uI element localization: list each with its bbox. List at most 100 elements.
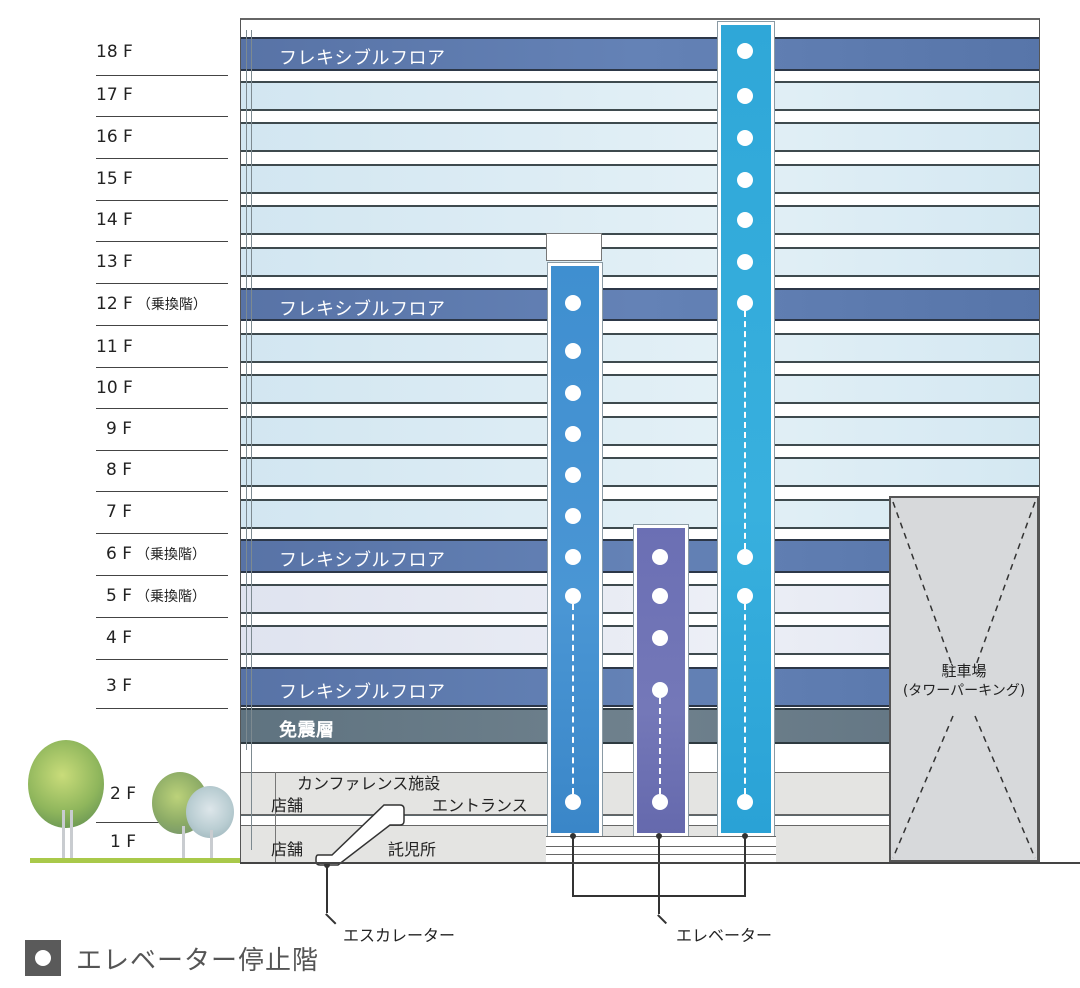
elevator-stop-icon (737, 43, 753, 59)
elevator-base (546, 836, 776, 864)
escalator-callout-label: エスカレーター (343, 926, 456, 945)
floor-label-10f: 10 F (96, 378, 133, 398)
floor-label-9f: 9 F (106, 419, 132, 439)
floor-label-4f: 4 F (106, 628, 132, 648)
elevator-stop-icon (737, 549, 753, 565)
floor-label-7f: 7 F (106, 502, 132, 522)
floor-label-15f: 15 F (96, 169, 133, 189)
floor-label-14f: 14 F (96, 210, 133, 230)
elevator-stop-icon (565, 508, 581, 524)
floor-divider (96, 575, 228, 576)
leader-line (326, 865, 328, 913)
tree-trunk (70, 810, 73, 860)
floor-divider (96, 491, 228, 492)
floor-band-17f (241, 81, 1039, 111)
shop-1f-label: 店舗 (271, 840, 304, 859)
shop-2f-label: 店舗 (271, 796, 304, 815)
floor-divider (96, 533, 228, 534)
floor-band-14f (241, 205, 1039, 235)
cross-dashed-icon (892, 501, 1036, 859)
floor-divider (96, 408, 228, 409)
parking-title: 駐車場 (941, 662, 987, 680)
floor-band-8f (241, 457, 1039, 487)
floor-label-16f: 16 F (96, 127, 133, 147)
elevator-stop-icon (565, 343, 581, 359)
entrance-label: エントランス (432, 796, 528, 815)
floor-divider (96, 75, 228, 76)
step-line (546, 846, 776, 847)
legend-label: エレベーター停止階 (76, 946, 320, 976)
elevator-stop-legend-icon (25, 940, 61, 976)
floor-label-6f: 6 F（乗換階） (106, 544, 206, 564)
express-dashed-line (572, 604, 574, 794)
column-line (275, 772, 276, 864)
elevator-shaft-low (633, 524, 689, 837)
leader-line (657, 914, 668, 924)
tower-parking: 駐車場 (タワーパーキング) (889, 496, 1039, 862)
elevator-stop-icon (737, 254, 753, 270)
floor-divider (96, 283, 228, 284)
elevator-stop-icon (565, 295, 581, 311)
elevator-stop-icon (565, 794, 581, 810)
floor-label-12f: 12 F（乗換階） (96, 294, 207, 314)
floor-label-1f: 1 F (110, 832, 136, 852)
floor-band-13f (241, 247, 1039, 277)
elevator-stop-icon (737, 212, 753, 228)
floor-divider (96, 708, 228, 709)
elevator-stop-icon (652, 630, 668, 646)
elevator-stop-icon (737, 794, 753, 810)
floor-divider (96, 200, 228, 201)
floor-divider (96, 659, 228, 660)
floor-band-18f: フレキシブルフロア (241, 37, 1039, 71)
column-line (246, 30, 247, 750)
grass-strip (30, 858, 240, 863)
nursery-label: 託児所 (388, 840, 437, 859)
step-line (546, 854, 776, 855)
elevator-stop-icon (652, 588, 668, 604)
tree-trunk (182, 826, 185, 860)
floor-divider (96, 367, 228, 368)
floor-label-11f: 11 F (96, 337, 133, 357)
tree-trunk (62, 810, 65, 860)
elevator-stop-icon (652, 682, 668, 698)
floor-label-5f: 5 F（乗換階） (106, 586, 206, 606)
floor-label-3f: 3 F (106, 676, 132, 696)
express-dashed-line (744, 604, 746, 794)
elevator-stop-icon (652, 549, 668, 565)
floor-divider (96, 241, 228, 242)
elevator-stop-icon (565, 467, 581, 483)
floor-label-13f: 13 F (96, 252, 133, 272)
elevator-callout-label: エレベーター (676, 926, 773, 945)
express-dashed-line (744, 311, 746, 549)
floor-label-18f: 18 F (96, 42, 133, 62)
column-line (251, 30, 252, 850)
floor-divider (96, 116, 228, 117)
elevator-stop-icon (737, 295, 753, 311)
elevator-stop-icon (737, 588, 753, 604)
ground-line (240, 862, 1080, 864)
floor-divider (96, 617, 228, 618)
escalator-icon (315, 804, 405, 866)
elevator-stop-icon (565, 385, 581, 401)
leader-line (325, 913, 337, 925)
floor-band-9f (241, 416, 1039, 446)
floor-band-15f (241, 164, 1039, 194)
floor-label-2f: 2 F (110, 784, 136, 804)
elevator-stop-icon (737, 130, 753, 146)
floor-band-11f (241, 333, 1039, 363)
elevator-stop-icon (737, 172, 753, 188)
tree-trunk (210, 830, 213, 860)
floor-divider (96, 450, 228, 451)
elevator-stop-icon (652, 794, 668, 810)
floor-band-10f (241, 374, 1039, 404)
floor-divider (96, 325, 228, 326)
tree-icon (186, 786, 234, 838)
elevator-stop-icon (565, 549, 581, 565)
floor-label-17f: 17 F (96, 85, 133, 105)
floor-band-12f: フレキシブルフロア (241, 288, 1039, 321)
elevator-shaft-high (717, 21, 775, 837)
elevator-stop-icon (565, 588, 581, 604)
floor-band-16f (241, 122, 1039, 152)
leader-line (744, 836, 746, 896)
leader-line (572, 836, 574, 896)
